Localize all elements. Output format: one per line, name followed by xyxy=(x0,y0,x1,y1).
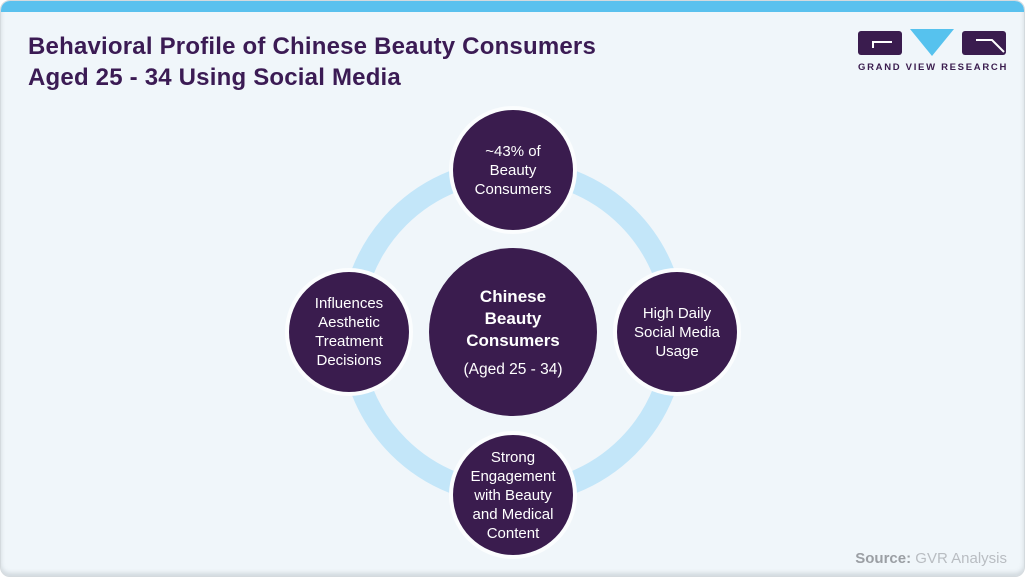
satellite-circle-right: High Daily Social Media Usage xyxy=(617,272,737,392)
page-title-line2: Aged 25 - 34 Using Social Media xyxy=(28,64,401,91)
satellite-circle-bottom: Strong Engagement with Beauty and Medica… xyxy=(453,435,573,555)
top-accent-bar xyxy=(1,1,1024,12)
satellite-label: Strong Engagement with Beauty and Medica… xyxy=(470,448,556,542)
center-circle-subtitle: (Aged 25 - 34) xyxy=(463,360,563,378)
gvr-logo-r-icon xyxy=(962,31,1006,55)
center-circle: Chinese Beauty Consumers (Aged 25 - 34) xyxy=(429,248,597,416)
source-value: GVR Analysis xyxy=(915,550,1007,567)
satellite-circle-top: ~43% of Beauty Consumers xyxy=(453,110,573,230)
source-attribution: Source: GVR Analysis xyxy=(855,550,1007,567)
gvr-logo-g-icon xyxy=(858,31,902,55)
satellite-label: High Daily Social Media Usage xyxy=(634,304,720,360)
satellite-label: Influences Aesthetic Treatment Decisions xyxy=(314,295,384,369)
gvr-logo-wordmark: GRAND VIEW RESEARCH xyxy=(858,62,1009,73)
gvr-logo-mark xyxy=(858,29,1006,56)
center-circle-title: Chinese Beauty Consumers xyxy=(466,286,560,350)
satellite-label: ~43% of Beauty Consumers xyxy=(474,142,552,198)
gvr-logo: GRAND VIEW RESEARCH xyxy=(858,29,1006,73)
gvr-logo-v-icon xyxy=(910,29,954,56)
satellite-circle-left: Influences Aesthetic Treatment Decisions xyxy=(289,272,409,392)
page-title: Behavioral Profile of Chinese Beauty Con… xyxy=(28,31,596,93)
source-label: Source: xyxy=(855,550,912,567)
page-title-line1: Behavioral Profile of Chinese Beauty Con… xyxy=(28,33,597,60)
